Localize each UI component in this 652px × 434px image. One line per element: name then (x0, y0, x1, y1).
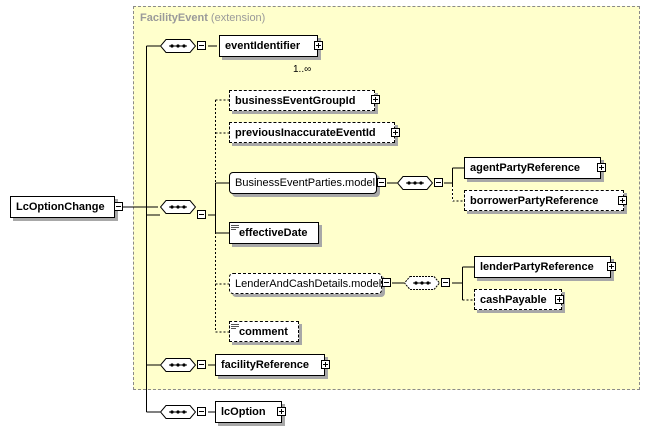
group-business-event-parties-model[interactable]: BusinessEventParties.model (229, 172, 377, 194)
previous-inaccurate-event-id-label: previousInaccurateEventId (235, 126, 376, 139)
borrower-party-reference-label: borrowerPartyReference (470, 194, 599, 207)
cash-payable-label: cashPayable (480, 293, 547, 306)
sequence-compositor-icon (160, 200, 196, 214)
collapse-minus-icon[interactable] (377, 178, 386, 187)
element-comment[interactable]: comment (229, 321, 299, 342)
collapse-minus-icon[interactable] (434, 178, 443, 187)
element-borrower-party-reference[interactable]: borrowerPartyReference (464, 190, 624, 211)
lender-party-reference-label: lenderPartyReference (480, 261, 594, 273)
expand-plus-icon[interactable] (371, 95, 380, 104)
simple-text-type-icon (231, 324, 239, 330)
collapse-minus-icon[interactable] (382, 278, 391, 287)
simple-text-type-icon (231, 225, 239, 231)
sequence-compositor-icon (404, 276, 440, 290)
lc-option-label: lcOption (221, 406, 266, 418)
business-event-group-id-label: businessEventGroupId (235, 94, 356, 107)
root-label: LcOptionChange (16, 201, 105, 213)
collapse-minus-icon[interactable] (197, 360, 206, 369)
root-element-lc-option-change[interactable]: LcOptionChange (10, 196, 115, 218)
business-event-parties-model-label: BusinessEventParties.model (235, 177, 376, 189)
extension-title: FacilityEvent (extension) (140, 12, 265, 24)
element-effective-date[interactable]: effectiveDate (229, 222, 319, 244)
facility-reference-label: facilityReference (221, 359, 310, 371)
lender-and-cash-details-model-label: LenderAndCashDetails.model (235, 277, 382, 290)
expand-plus-icon[interactable] (321, 360, 330, 369)
event-identifier-label: eventIdentifier (225, 40, 301, 52)
collapse-minus-icon[interactable] (197, 41, 206, 50)
agent-party-reference-label: agentPartyReference (470, 162, 581, 174)
extension-name: FacilityEvent (140, 12, 208, 24)
element-facility-reference[interactable]: facilityReference (215, 354, 325, 376)
extension-suffix: (extension) (210, 12, 266, 24)
sequence-compositor-icon (160, 405, 196, 419)
comment-label: comment (239, 325, 288, 338)
element-event-identifier[interactable]: eventIdentifier (219, 35, 318, 57)
expand-plus-icon[interactable] (618, 196, 627, 205)
cardinality-label: 1..∞ (293, 64, 312, 75)
expand-plus-icon[interactable] (391, 128, 400, 137)
element-previous-inaccurate-event-id[interactable]: previousInaccurateEventId (229, 122, 395, 143)
element-lc-option[interactable]: lcOption (215, 401, 282, 423)
collapse-minus-icon[interactable] (114, 202, 123, 211)
expand-plus-icon[interactable] (277, 407, 286, 416)
effective-date-label: effectiveDate (239, 227, 308, 239)
collapse-minus-icon[interactable] (441, 278, 450, 287)
element-agent-party-reference[interactable]: agentPartyReference (464, 157, 601, 179)
group-lender-and-cash-details-model[interactable]: LenderAndCashDetails.model (229, 273, 382, 294)
collapse-minus-icon[interactable] (197, 407, 206, 416)
expand-plus-icon[interactable] (314, 41, 323, 50)
collapse-minus-icon[interactable] (197, 210, 206, 219)
element-lender-party-reference[interactable]: lenderPartyReference (474, 256, 611, 278)
expand-plus-icon[interactable] (555, 295, 564, 304)
expand-plus-icon[interactable] (607, 262, 616, 271)
sequence-compositor-icon (160, 358, 196, 372)
sequence-compositor-icon (160, 39, 196, 53)
element-cash-payable[interactable]: cashPayable (474, 289, 562, 310)
sequence-compositor-icon (397, 176, 433, 190)
element-business-event-group-id[interactable]: businessEventGroupId (229, 90, 375, 111)
expand-plus-icon[interactable] (597, 163, 606, 172)
